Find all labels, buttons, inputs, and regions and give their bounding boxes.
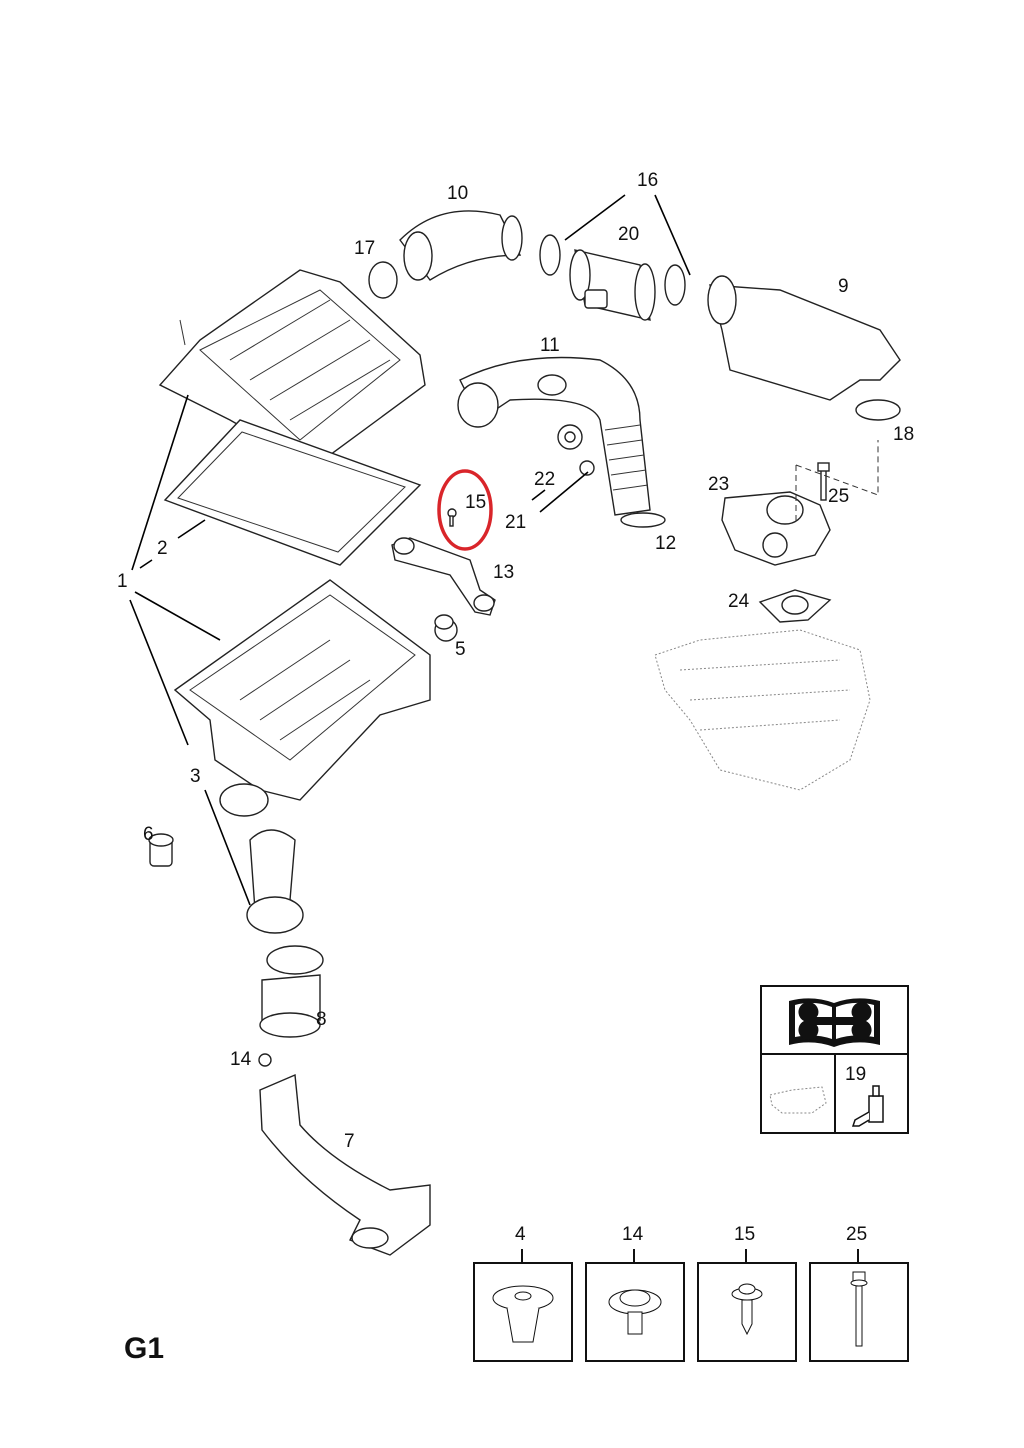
- bracket-13[interactable]: [391, 537, 496, 616]
- intake-pipe-8[interactable]: [259, 945, 324, 1038]
- grommet-5[interactable]: [434, 614, 458, 642]
- fastener-box-25[interactable]: 25: [809, 1225, 909, 1365]
- callout-7[interactable]: 7: [344, 1131, 355, 1152]
- fastener-label: 14: [622, 1224, 644, 1245]
- callout-13[interactable]: 13: [493, 562, 515, 583]
- intake-manifold-reference: [654, 629, 871, 791]
- hose-clamp-18[interactable]: [855, 399, 901, 421]
- fastener-label: 4: [515, 1224, 526, 1245]
- nut-14[interactable]: [258, 1053, 272, 1067]
- callout-21[interactable]: 21: [505, 512, 527, 533]
- callout-18[interactable]: 18: [893, 424, 915, 445]
- intake-duct-lower-3[interactable]: [246, 829, 304, 934]
- callout-2[interactable]: 2: [157, 538, 168, 559]
- reference-sketch: [762, 1055, 836, 1132]
- callout-19[interactable]: 19: [845, 1064, 867, 1085]
- page-code: G1: [124, 1332, 165, 1365]
- clip-nut-icon: [492, 1285, 554, 1343]
- callout-17[interactable]: 17: [354, 238, 376, 259]
- nut-21[interactable]: [579, 460, 595, 476]
- fastener-box-4[interactable]: 4: [473, 1225, 573, 1365]
- fastener-box-15[interactable]: 15: [697, 1225, 797, 1365]
- fastener-label: 15: [734, 1224, 756, 1245]
- intake-hose-11[interactable]: [457, 356, 651, 516]
- washer-22[interactable]: [557, 424, 583, 450]
- hose-clamp-16-b[interactable]: [664, 264, 686, 306]
- callout-5[interactable]: 5: [455, 639, 466, 660]
- callout-3[interactable]: 3: [190, 766, 201, 787]
- callout-1[interactable]: 1: [117, 571, 128, 592]
- throttle-body-23[interactable]: [721, 491, 831, 566]
- leader-lines: [129, 194, 691, 906]
- callout-8[interactable]: 8: [316, 1009, 327, 1030]
- air-intake-snorkel-7[interactable]: [259, 1073, 431, 1256]
- fastener-label: 25: [846, 1224, 868, 1245]
- callout-25[interactable]: 25: [828, 486, 850, 507]
- hose-clamp-16-a[interactable]: [539, 234, 561, 276]
- air-mass-sensor-20[interactable]: [569, 249, 656, 321]
- intake-duct-10[interactable]: [399, 210, 523, 281]
- callout-14[interactable]: 14: [230, 1049, 252, 1070]
- fastener-box-14[interactable]: 14: [585, 1225, 685, 1365]
- air-filter-lower-housing[interactable]: [173, 579, 431, 817]
- service-manual-wrench-icon: [762, 987, 907, 1055]
- grommet-6[interactable]: [148, 833, 174, 867]
- hex-flange-bolt-icon: [850, 1271, 868, 1347]
- callout-6[interactable]: 6: [143, 824, 154, 845]
- callout-9[interactable]: 9: [838, 276, 849, 297]
- callout-22[interactable]: 22: [534, 469, 556, 490]
- air-filter-element[interactable]: [163, 419, 422, 566]
- callout-23[interactable]: 23: [708, 474, 730, 495]
- screw-15[interactable]: [447, 508, 457, 527]
- callout-12[interactable]: 12: [655, 533, 677, 554]
- highlight-ring-part-15: [437, 469, 493, 551]
- callout-11[interactable]: 11: [540, 335, 560, 356]
- torx-washer-screw-icon: [608, 1289, 662, 1335]
- callout-15[interactable]: 15: [465, 492, 487, 513]
- clamp-12[interactable]: [620, 512, 666, 528]
- callout-24[interactable]: 24: [728, 591, 750, 612]
- sealant-bottle-icon: [847, 1082, 902, 1127]
- callout-16[interactable]: 16: [637, 170, 659, 191]
- gasket-24[interactable]: [758, 589, 832, 623]
- callout-10[interactable]: 10: [447, 183, 469, 204]
- resonator-9[interactable]: [707, 275, 901, 401]
- self-tapping-screw-icon: [731, 1283, 763, 1336]
- bolt-25[interactable]: [817, 462, 830, 501]
- callout-20[interactable]: 20: [618, 224, 640, 245]
- info-panel: 19: [760, 985, 909, 1134]
- alignment-dashed-lines: [795, 440, 879, 525]
- hose-clamp-17[interactable]: [368, 261, 398, 299]
